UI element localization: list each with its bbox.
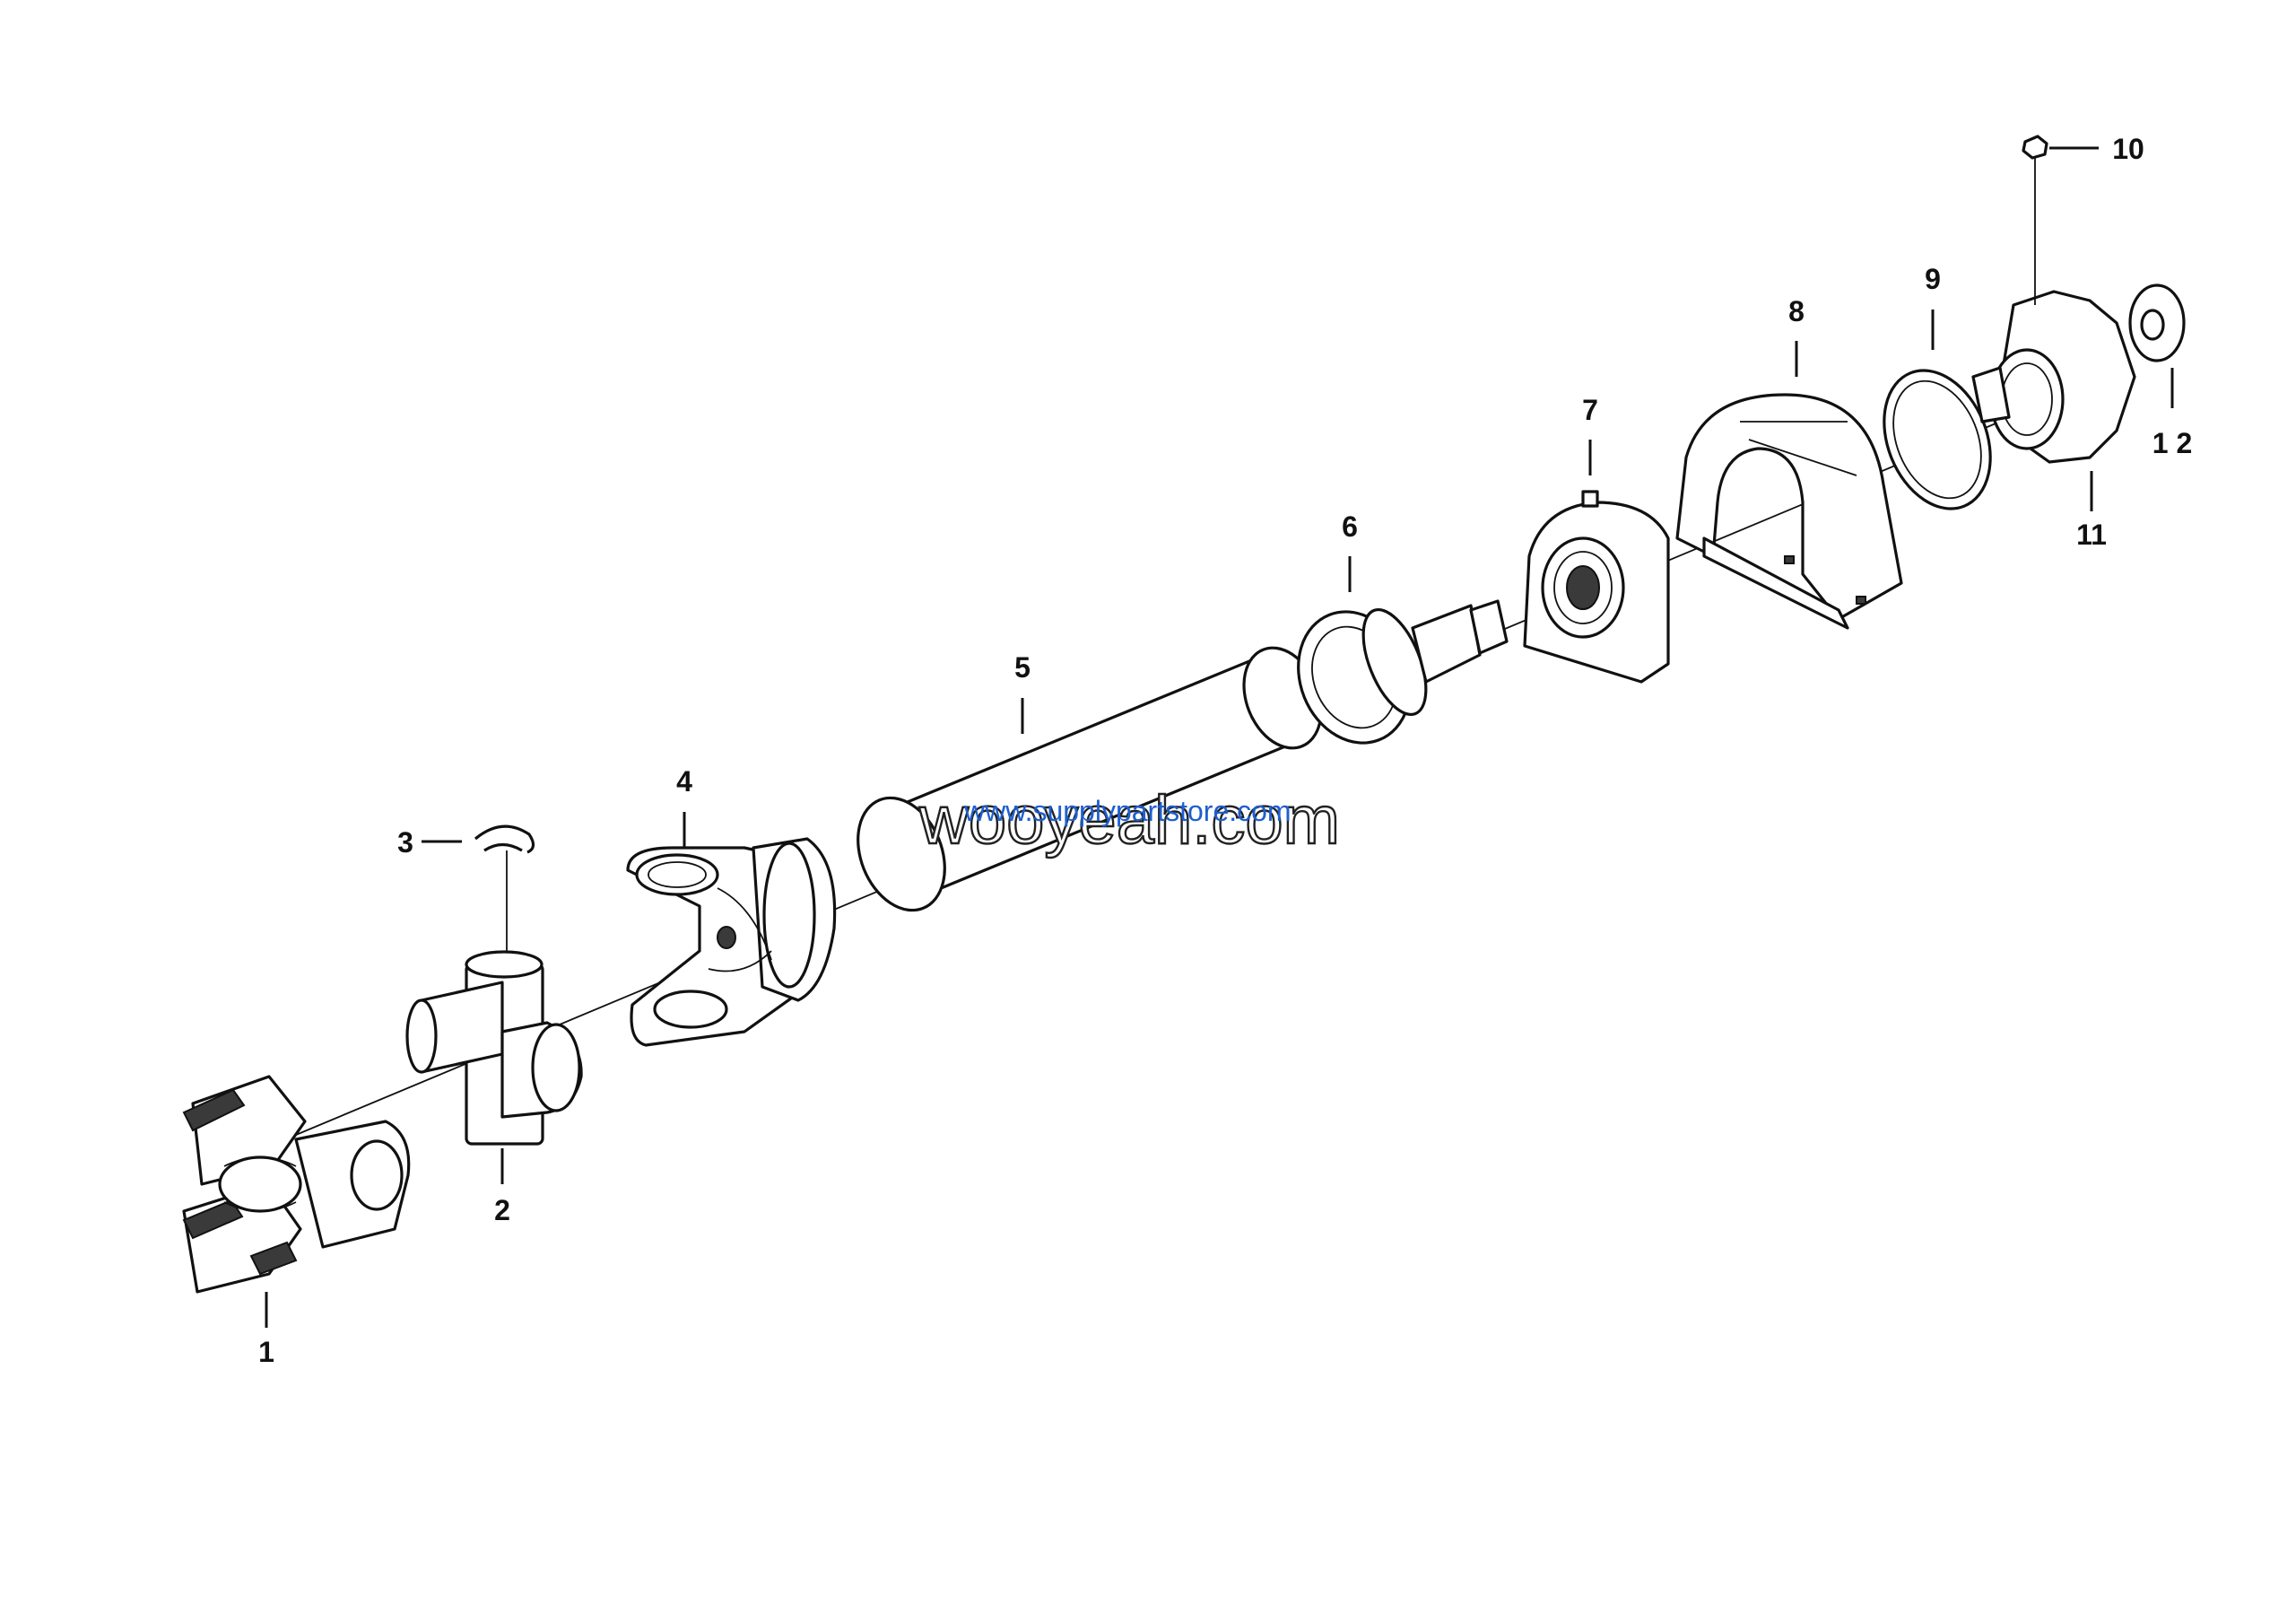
callout-10: 10 — [2112, 133, 2144, 165]
callout-8: 8 — [1788, 295, 1805, 327]
watermark-primary: wooyeah.com — [918, 782, 1340, 859]
callout-12: 1 2 — [2152, 427, 2192, 459]
callout-1: 1 — [258, 1336, 274, 1368]
callout-6: 6 — [1342, 510, 1358, 543]
watermark-secondary: www.supplypartstore.com — [963, 795, 1292, 827]
callout-4: 4 — [676, 765, 692, 798]
part-8-bearing-bracket — [1675, 393, 1903, 630]
callout-9: 9 — [1925, 263, 1941, 295]
callout-11: 11 — [2076, 519, 2107, 551]
part-3-snap-ring — [474, 824, 535, 854]
part-2-universal-joint-cross — [405, 950, 583, 1146]
callout-5: 5 — [1014, 651, 1031, 684]
part-11-companion-flange — [1971, 290, 2136, 464]
part-1-flange-yoke — [182, 1075, 411, 1294]
callout-2: 2 — [494, 1194, 510, 1226]
part-4-slip-yoke — [626, 837, 837, 1047]
part-12-washer-nut — [2128, 283, 2186, 362]
part-6-slip-stub-seal — [1297, 599, 1509, 745]
part-5-driveshaft-tube — [857, 646, 1323, 912]
callout-3: 3 — [397, 826, 413, 859]
part-10-nut — [2022, 135, 2048, 305]
callout-7: 7 — [1582, 394, 1598, 426]
part-7-center-bearing — [1523, 490, 1670, 684]
